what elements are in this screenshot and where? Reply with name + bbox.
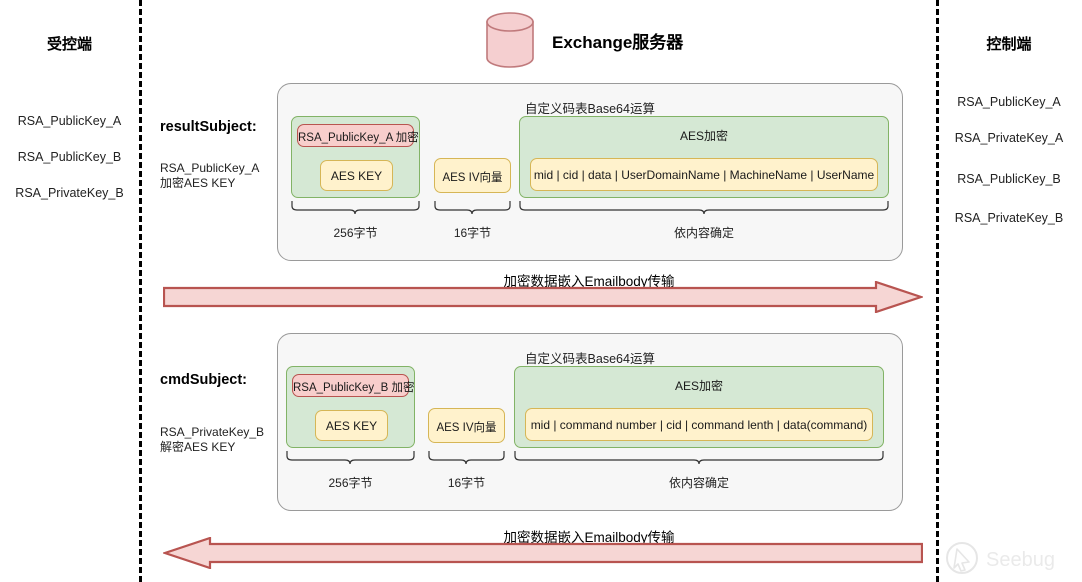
left-column-title: 受控端	[46, 36, 92, 53]
result-rsa-encrypt-box: RSA_PublicKey_A 加密	[297, 124, 419, 147]
left-key-item: RSA_PublicKey_B	[17, 150, 122, 164]
top-transport-arrow	[163, 281, 923, 313]
cmd-rsa-encrypt-box: RSA_PublicKey_B 加密	[292, 374, 415, 397]
result-rsa-size: 256字节	[333, 226, 378, 240]
top-arrow-caption: 加密数据嵌入Emailbody传输	[503, 274, 675, 289]
exchange-server-label: Exchange服务器	[552, 33, 684, 52]
result-rsa-brace	[291, 201, 420, 215]
result-subject-title: resultSubject:	[160, 119, 257, 135]
result-iv-size: 16字节	[453, 226, 492, 240]
right-key-item: RSA_PublicKey_A	[957, 95, 1061, 109]
cmd-payload-box: mid | command number | cid | command len…	[525, 408, 873, 441]
divider-right	[936, 0, 939, 582]
left-key-item: RSA_PrivateKey_B	[15, 186, 124, 200]
cmd-rsa-brace	[286, 451, 415, 465]
result-aes-key-label: AES KEY	[330, 169, 383, 183]
cmd-aes-iv-box: AES IV向量	[428, 408, 505, 443]
cmd-rsa-encrypt-label: RSA_PublicKey_B 加密	[293, 382, 415, 394]
cmd-rsa-size: 256字节	[328, 476, 373, 490]
left-key-item: RSA_PublicKey_A	[17, 114, 122, 128]
cmd-aes-group-label: AES加密	[674, 379, 723, 393]
result-iv-brace	[434, 201, 511, 215]
right-column-title: 控制端	[986, 36, 1032, 53]
result-panel-caption: 自定义码表Base64运算	[525, 102, 655, 116]
result-aes-iv-label: AES IV向量	[442, 172, 503, 184]
result-rsa-encrypt-label: RSA_PublicKey_A 加密	[298, 132, 419, 144]
result-aes-key-box: AES KEY	[320, 160, 393, 191]
cmd-aes-key-box: AES KEY	[315, 410, 388, 441]
seebug-watermark: Seebug	[946, 542, 1055, 574]
seebug-watermark-text: Seebug	[986, 549, 1055, 571]
result-payload-brace	[519, 201, 889, 215]
database-cylinder-icon	[486, 12, 534, 68]
cmd-payload-brace	[514, 451, 884, 465]
bottom-transport-arrow	[163, 537, 923, 569]
result-payload-label: mid | cid | data | UserDomainName | Mach…	[533, 168, 875, 182]
result-payload-box: mid | cid | data | UserDomainName | Mach…	[530, 158, 878, 191]
bottom-arrow-caption: 加密数据嵌入Emailbody传输	[503, 530, 675, 545]
seebug-logo-icon	[946, 542, 978, 574]
right-key-item: RSA_PrivateKey_B	[954, 211, 1064, 225]
result-aes-group-label: AES加密	[679, 129, 728, 143]
result-payload-size: 依内容确定	[673, 226, 734, 240]
divider-left	[139, 0, 142, 582]
cmd-subject-note: RSA_PrivateKey_B 解密AES KEY	[160, 425, 265, 454]
cmd-panel-caption: 自定义码表Base64运算	[525, 352, 655, 366]
cmd-payload-size: 依内容确定	[668, 476, 729, 490]
cmd-aes-iv-label: AES IV向量	[436, 422, 497, 434]
cmd-aes-key-label: AES KEY	[325, 419, 378, 433]
right-key-item: RSA_PrivateKey_A	[954, 131, 1064, 145]
result-subject-note: RSA_PublicKey_A 加密AES KEY	[160, 161, 260, 190]
cmd-subject-title: cmdSubject:	[160, 372, 248, 388]
right-key-item: RSA_PublicKey_B	[957, 172, 1061, 186]
cmd-iv-size: 16字节	[447, 476, 486, 490]
cmd-payload-label: mid | command number | cid | command len…	[530, 418, 868, 432]
result-aes-iv-box: AES IV向量	[434, 158, 511, 193]
cmd-iv-brace	[428, 451, 505, 465]
